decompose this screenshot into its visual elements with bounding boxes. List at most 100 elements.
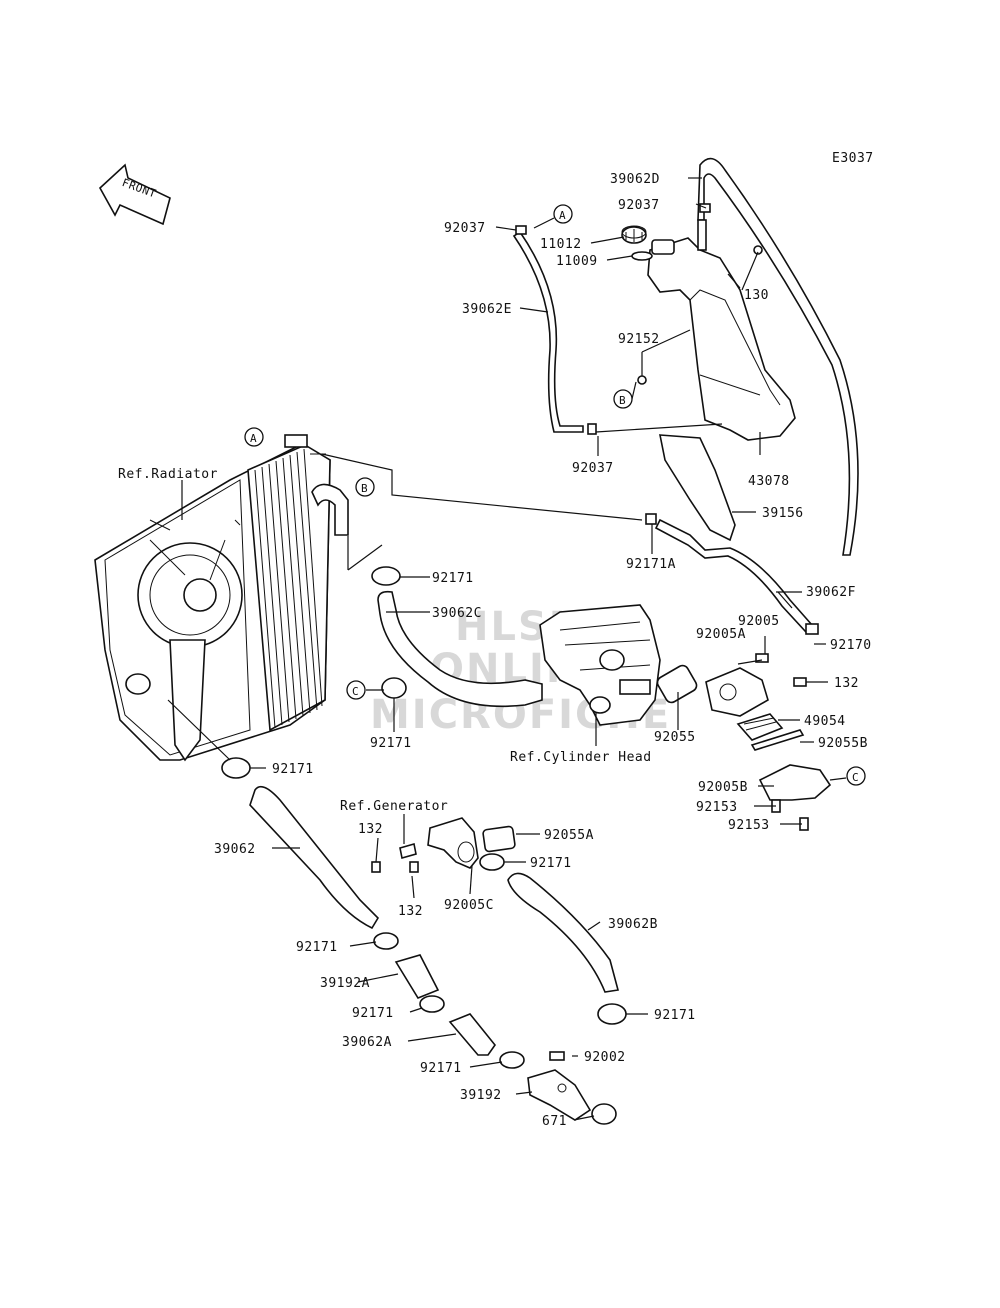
part-39192a: 39192A — [320, 976, 370, 991]
bolt-132-gen-icon — [371, 861, 381, 873]
tank-nozzle — [697, 219, 707, 251]
part-132-gen: 132 — [358, 822, 383, 837]
bolt-132-right-icon — [793, 677, 807, 687]
part-92055a: 92055A — [544, 828, 594, 843]
clamp-92171-gen-icon — [479, 853, 505, 871]
part-92002: 92002 — [584, 1050, 626, 1065]
part-92153-a: 92153 — [696, 800, 738, 815]
part-39192: 39192 — [460, 1088, 502, 1103]
thermostat-cover — [758, 764, 832, 801]
part-92055b: 92055B — [818, 736, 868, 751]
hose-39062b — [507, 872, 620, 993]
part-92171a: 92171A — [626, 557, 676, 572]
gasket-92055a-icon — [482, 825, 516, 853]
o-ring-92055b-icon — [750, 729, 805, 751]
pipe-39192 — [527, 1069, 592, 1121]
water-outlet-fitting — [427, 817, 479, 869]
part-92171-l2: 92171 — [352, 1006, 394, 1021]
diagram-code: E3037 — [832, 151, 874, 166]
part-39062: 39062 — [214, 842, 256, 857]
pipe-39192a — [394, 954, 440, 999]
clamp-92170-icon — [805, 623, 819, 635]
part-92152: 92152 — [618, 332, 660, 347]
connector-c-left: C — [346, 680, 366, 700]
part-39062d: 39062D — [610, 172, 660, 187]
connector-a-top: A — [553, 204, 573, 224]
ref-generator-label: Ref.Generator — [340, 799, 448, 814]
part-671: 671 — [542, 1114, 567, 1129]
part-39062b: 39062B — [608, 917, 658, 932]
part-11012: 11012 — [540, 237, 582, 252]
hose-39062c — [377, 590, 543, 708]
front-arrow-icon: FRONT — [98, 163, 171, 226]
part-92171-c: 92171 — [370, 736, 412, 751]
clamp-92171a-icon — [645, 513, 657, 525]
clamp-92171-l1-icon — [373, 932, 399, 950]
connector-c-right-label: C — [852, 771, 859, 784]
gasket-92055-icon — [656, 664, 698, 704]
part-49054: 49054 — [804, 714, 846, 729]
connector-b-radiator: B — [355, 477, 375, 497]
cylinder-head — [539, 604, 661, 726]
part-39062e: 39062E — [462, 302, 512, 317]
part-43078: 43078 — [748, 474, 790, 489]
part-39062c: 39062C — [432, 606, 482, 621]
thermostat-icon — [736, 713, 784, 741]
part-92171-l3: 92171 — [420, 1061, 462, 1076]
grommet-icon — [637, 375, 647, 385]
leader-radiator-to-92171a — [321, 453, 643, 521]
bolt-92002-icon — [549, 1051, 565, 1061]
part-92153-b: 92153 — [728, 818, 770, 833]
reservoir-tank — [647, 237, 796, 441]
hose-39062f — [654, 518, 814, 634]
part-92171-rad: 92171 — [272, 762, 314, 777]
clamp-92037-left-icon — [515, 225, 527, 235]
hose-39062e — [512, 230, 584, 433]
clamp-92171-l3-icon — [499, 1051, 525, 1069]
pipe-39192-hole — [557, 1083, 567, 1093]
part-92170: 92170 — [830, 638, 872, 653]
connector-a-radiator: A — [244, 427, 264, 447]
part-92171-r: 92171 — [654, 1008, 696, 1023]
ref-cylinder-head-label: Ref.Cylinder Head — [510, 750, 652, 765]
clamp-92171-c-icon — [381, 677, 407, 699]
part-92037-top: 92037 — [618, 198, 660, 213]
clamp-92171-upper-icon — [371, 566, 401, 586]
part-39062f: 39062F — [806, 585, 856, 600]
part-92005c: 92005C — [444, 898, 494, 913]
bolt-130-icon — [753, 245, 763, 255]
connector-b-top-label: B — [619, 394, 626, 407]
connector-b-radiator-label: B — [361, 482, 368, 495]
leader-b-hose-2 — [347, 544, 383, 571]
cap-gasket-icon — [631, 251, 653, 261]
connector-c-right: C — [846, 766, 866, 786]
part-39156: 39156 — [762, 506, 804, 521]
part-92055: 92055 — [654, 730, 696, 745]
part-92005b: 92005B — [698, 780, 748, 795]
clamp-92171-r-icon — [597, 1003, 627, 1025]
generator-connector-icon — [399, 842, 417, 860]
radiator-hose-clamp — [221, 757, 251, 779]
connector-c-left-label: C — [352, 685, 359, 698]
part-39062a: 39062A — [342, 1035, 392, 1050]
part-11009: 11009 — [556, 254, 598, 269]
radiator — [94, 434, 349, 762]
reservoir-cap-icon — [621, 225, 647, 244]
clamp-92171-l2-icon — [419, 995, 445, 1013]
hose-39062 — [249, 785, 380, 930]
part-92171-upper: 92171 — [432, 571, 474, 586]
reservoir-bracket — [659, 434, 736, 542]
bolt-132-lower-icon — [409, 861, 419, 873]
leader-lines — [167, 177, 847, 1121]
part-132-lower: 132 — [398, 904, 423, 919]
o-ring-671-icon — [591, 1103, 617, 1125]
hose-39062a — [448, 1013, 497, 1056]
part-92037-bottom: 92037 — [572, 461, 614, 476]
connector-b-top: B — [613, 389, 633, 409]
thermostat-housing — [705, 667, 769, 717]
part-92171-gen: 92171 — [530, 856, 572, 871]
part-92037-left: 92037 — [444, 221, 486, 236]
clamp-92037-bottom-icon — [587, 423, 597, 435]
bolt-92005-icon — [755, 653, 769, 663]
